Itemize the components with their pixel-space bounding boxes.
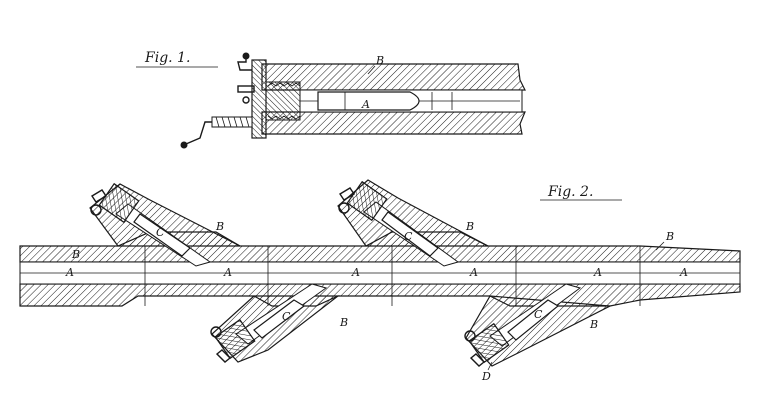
fig1-upper-crank [237, 56, 252, 71]
fig2-branch-upper-right [337, 179, 489, 267]
fig2-label-branch-ll-chamber: C [282, 310, 291, 323]
figure-1: Fig. 1. B A [136, 50, 526, 149]
fig2-label-branch-ur-chamber: C [404, 230, 413, 243]
fig1-upper-bracket [237, 85, 255, 93]
fig2-branch-lower-right [464, 283, 613, 367]
fig2-label-branch-ul-chamber: C [156, 226, 165, 239]
fig1-worm-threads [215, 116, 250, 128]
fig1-threads-top [267, 82, 301, 87]
fig2-leader-barrel-right [655, 241, 665, 251]
fig2-leader-breech [487, 361, 493, 371]
fig2-label-branch-lr-barrel: B [589, 318, 598, 331]
fig1-threads-bottom [267, 115, 301, 120]
fig2-label-bore-2: A [223, 266, 232, 279]
fig1-lower-crank-knob [180, 141, 188, 149]
fig2-label-bore-5: A [593, 266, 602, 279]
fig1-label-barrel: B [375, 54, 384, 67]
fig2-label-barrel-right: B [665, 230, 674, 243]
fig1-barrel-lower-wall [261, 111, 526, 135]
fig1-pin [242, 96, 250, 104]
fig1-barrel-upper-wall [261, 63, 526, 91]
fig2-label-branch-ur-barrel: B [465, 220, 474, 233]
fig1-worm-shaft [211, 116, 253, 128]
fig2-label-barrel-left: B [71, 248, 80, 261]
fig2-label-bore-6: A [679, 266, 688, 279]
fig1-projectile [317, 91, 420, 111]
fig2-tube-joints [144, 246, 641, 306]
fig2-label-branch-lr-chamber: C [534, 308, 543, 321]
fig1-leader-barrel [367, 65, 376, 75]
fig2-label-bore-3: A [351, 266, 360, 279]
fig1-upper-crank-knob [242, 52, 250, 60]
fig2-branch-lower-left [210, 283, 340, 363]
fig1-breech-block [251, 59, 267, 139]
fig2-title: Fig. 2. [547, 184, 593, 200]
fig2-label-breech: D [481, 370, 491, 383]
fig1-label-bore: A [361, 98, 370, 111]
fig2-label-branch-ul-barrel: B [215, 220, 224, 233]
fig2-label-branch-ll-barrel: B [339, 316, 348, 329]
figure-2: Fig. 2. [19, 179, 741, 383]
fig2-label-bore-left: A [65, 266, 74, 279]
fig2-label-bore-4: A [469, 266, 478, 279]
fig1-breech-plug [265, 81, 301, 121]
fig2-barrel-lower-wall [19, 283, 741, 307]
fig2-branch-upper-left [89, 182, 241, 267]
fig1-title: Fig. 1. [144, 50, 190, 66]
